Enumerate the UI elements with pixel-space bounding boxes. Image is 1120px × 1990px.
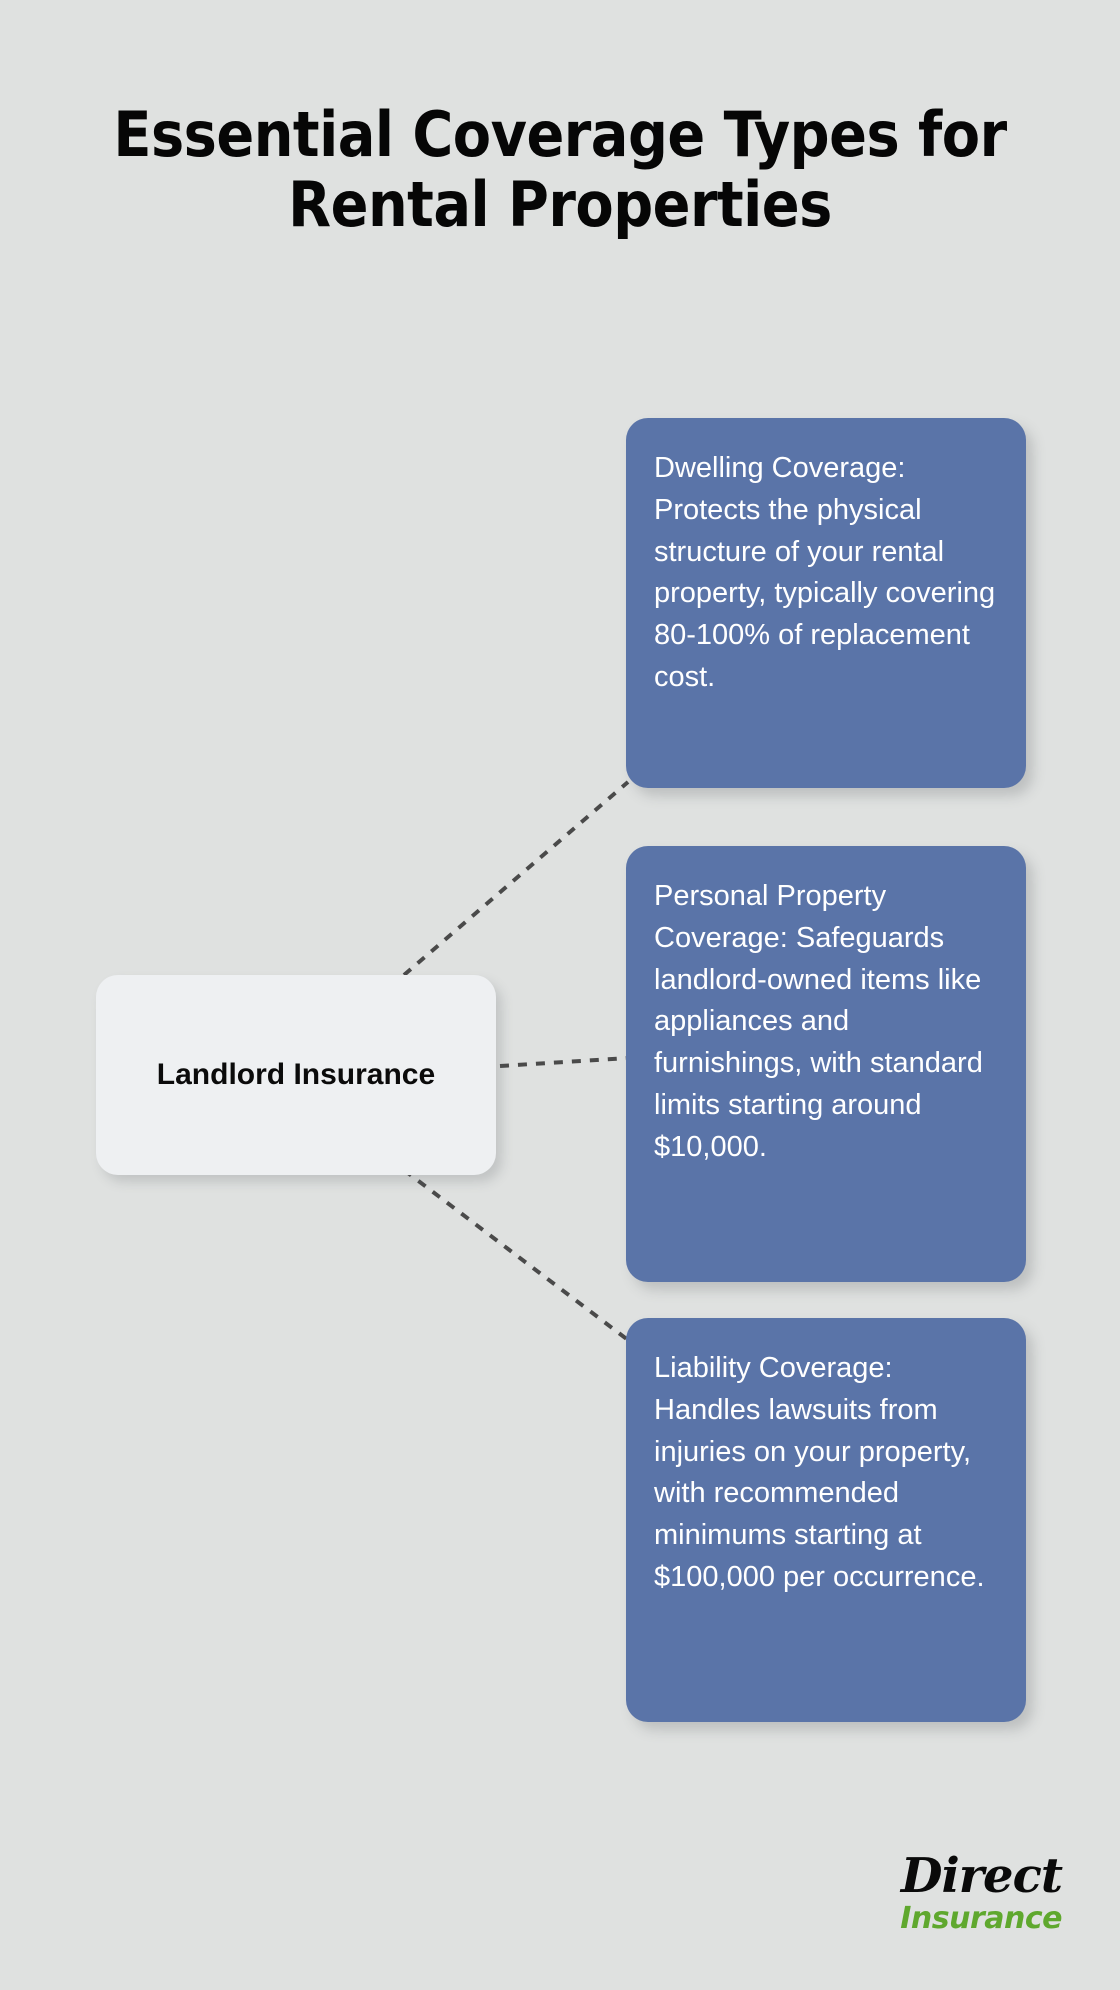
center-node-landlord-insurance[interactable]: Landlord Insurance [96,975,496,1175]
connector-line-to-personal-property-coverage [499,1056,629,1068]
connector-line-to-dwelling-coverage [402,780,630,977]
page-title: Essential Coverage Types for Rental Prop… [60,98,1060,242]
branch-card-text: Personal Property Coverage: Safeguards l… [654,880,983,1163]
branch-card-text: Dwelling Coverage: Protects the physical… [654,452,996,693]
page-title-line-2: Rental Properties [288,168,832,242]
brand-logo: Direct Insurance [762,1848,1063,1936]
connector-line-to-liability-coverage [402,1168,630,1342]
branch-card-personal-property-coverage[interactable]: Personal Property Coverage: Safeguards l… [626,846,1026,1282]
page-title-line-1: Essential Coverage Types for [113,98,1007,171]
brand-logo-primary-text: Direct [900,1848,1063,1904]
branch-card-dwelling-coverage[interactable]: Dwelling Coverage: Protects the physical… [626,418,1026,788]
branch-card-liability-coverage[interactable]: Liability Coverage: Handles lawsuits fro… [626,1318,1026,1722]
branch-card-text: Liability Coverage: Handles lawsuits fro… [654,1352,985,1593]
brand-logo-secondary-text: Insurance [900,1901,1062,1936]
center-node-label: Landlord Insurance [156,1058,436,1092]
